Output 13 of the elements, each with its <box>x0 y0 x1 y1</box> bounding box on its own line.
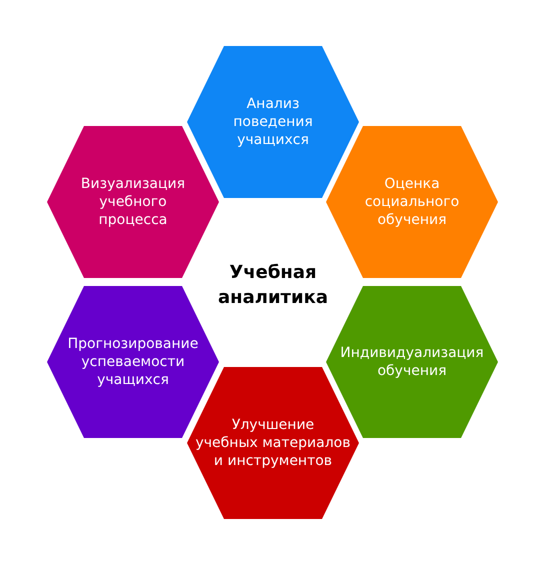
hexagon <box>187 367 359 519</box>
topic-text: Оценка социального обучения <box>364 175 460 229</box>
hexagon <box>326 286 498 438</box>
center-label: Учебная аналитика <box>217 261 329 310</box>
hexagon <box>47 286 219 438</box>
topic-text: Прогнозирование успеваемости учащихся <box>66 335 200 389</box>
hexagon <box>187 46 359 198</box>
topic-text: Анализ поведения учащихся <box>232 95 314 149</box>
hexagon <box>326 126 498 278</box>
topic-text: Улучшение учебных материалов и инструментов <box>194 416 352 470</box>
topic-text: Визуализация учебного процесса <box>80 175 186 229</box>
hexagon <box>47 126 219 278</box>
topic-text: Индивидуализация обучения <box>339 344 485 380</box>
